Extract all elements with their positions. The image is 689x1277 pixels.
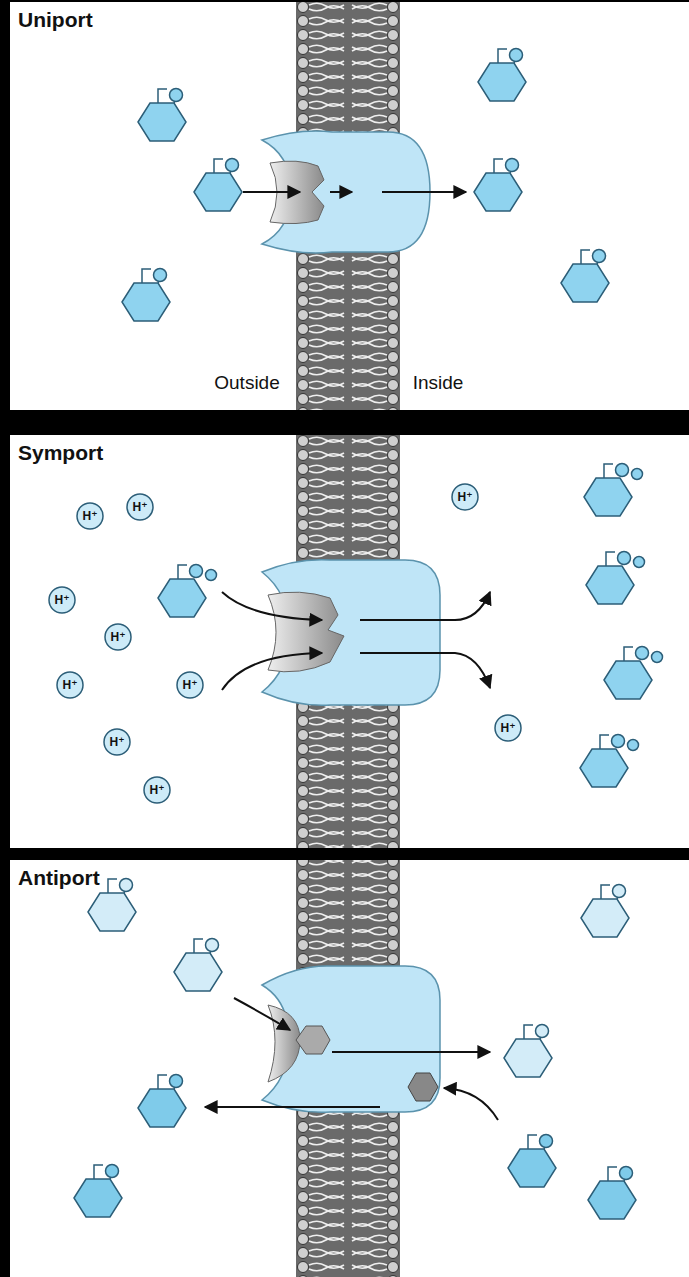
- proton-label: H⁺: [150, 783, 165, 797]
- proton-label: H⁺: [501, 721, 516, 735]
- proton-circle: [127, 494, 153, 520]
- proton-circle: [452, 484, 478, 510]
- proton-label: H⁺: [55, 593, 70, 607]
- proton-label: H⁺: [83, 509, 98, 523]
- proton-label: H⁺: [110, 735, 125, 749]
- proton-label: H⁺: [63, 678, 78, 692]
- panel-title: Symport: [18, 441, 103, 465]
- panel-title: Uniport: [18, 8, 93, 32]
- side-label: Inside: [411, 372, 466, 394]
- panel-title: Antiport: [18, 866, 100, 890]
- proton-circle: [77, 503, 103, 529]
- proton-label: H⁺: [183, 678, 198, 692]
- proton-circle: [177, 672, 203, 698]
- proton-label: H⁺: [133, 500, 148, 514]
- proton-label: H⁺: [458, 490, 473, 504]
- proton-circle: [495, 715, 521, 741]
- side-label: Outside: [212, 372, 281, 394]
- proton-circle: [105, 624, 131, 650]
- proton-circle: [57, 672, 83, 698]
- proton-label: H⁺: [111, 630, 126, 644]
- proton-circle: [104, 729, 130, 755]
- panel: Antiport: [10, 860, 689, 1277]
- panel: Uniport: [10, 2, 689, 410]
- proton-circle: [49, 587, 75, 613]
- proton-circle: [144, 777, 170, 803]
